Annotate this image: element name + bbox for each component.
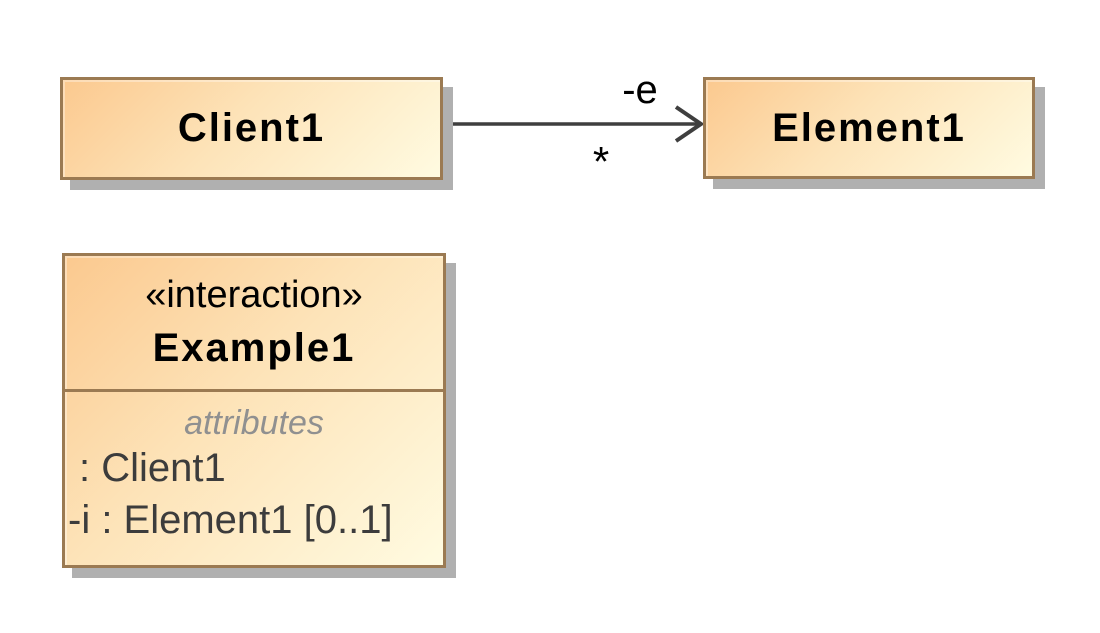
class-example1[interactable]: «interaction» Example1 attributes : Clie… — [62, 253, 446, 568]
attributes-compartment: attributes : Client1 -i : Element1 [0..1… — [65, 392, 443, 565]
class-example1-name: Example1 — [152, 326, 356, 370]
attribute-row-client1[interactable]: : Client1 — [79, 446, 226, 490]
class-client1-name: Client1 — [177, 106, 326, 150]
association-multiplicity-label[interactable]: * — [592, 138, 610, 185]
attribute-row-element1[interactable]: -i : Element1 [0..1] — [68, 498, 393, 542]
attributes-compartment-label: attributes — [184, 404, 324, 442]
arrowhead-icon — [674, 105, 705, 143]
association-role-label[interactable]: -e — [622, 68, 658, 112]
class-element1-name: Element1 — [772, 105, 966, 150]
class-element1[interactable]: Element1 — [703, 77, 1035, 179]
class-example1-header: «interaction» Example1 — [65, 256, 443, 392]
stereotype-label: «interaction» — [145, 274, 363, 316]
class-client1[interactable]: Client1 — [60, 77, 443, 180]
